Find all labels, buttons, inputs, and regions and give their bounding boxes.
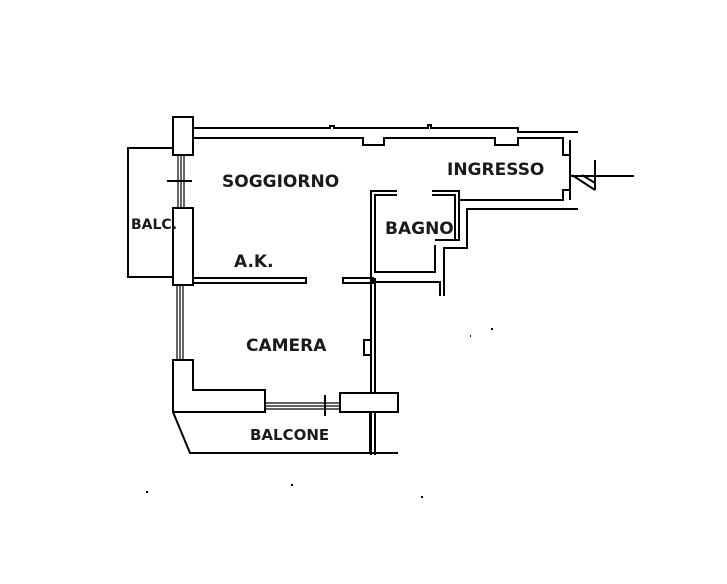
ingresso-walls (443, 140, 578, 296)
room-label-camera: CAMERA (246, 336, 327, 356)
balcone-outline (172, 411, 398, 454)
window-balcone (265, 395, 340, 416)
room-label-ingresso: INGRESSO (447, 160, 545, 180)
outer-wall-top (192, 117, 578, 156)
balc-outline (127, 147, 173, 278)
wall-divider-right (342, 277, 374, 284)
wall-camera-bottom-left (172, 359, 266, 413)
room-label-soggiorno: SOGGIORNO (222, 172, 340, 192)
room-label-balc: BALC. (131, 217, 178, 233)
entry-door (570, 160, 634, 191)
wall-camera-bottom-right (339, 392, 399, 413)
wall-column-top-left (172, 116, 194, 156)
wall-divider-left (192, 277, 307, 284)
camera-niche (363, 339, 371, 356)
room-label-bagno: BAGNO (385, 219, 454, 239)
room-label-balcone: BALCONE (250, 426, 330, 444)
room-label-ak: A.K. (234, 252, 274, 272)
window-soggiorno (167, 155, 192, 208)
specks (146, 328, 493, 498)
window-camera (176, 285, 184, 360)
